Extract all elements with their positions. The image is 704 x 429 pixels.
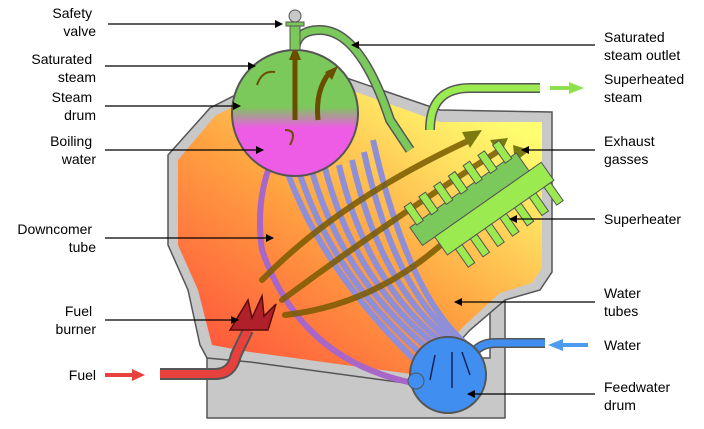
- safety-valve: [285, 9, 305, 51]
- label-fuel-burner: Fuel burner: [56, 303, 97, 337]
- label-water-tubes: Water tubes: [604, 285, 645, 319]
- label-superheater: Superheater: [604, 211, 681, 227]
- steam-drum: [231, 45, 359, 177]
- label-steam-drum: Steam drum: [52, 89, 96, 123]
- label-safety-valve: Safety valve: [52, 5, 96, 39]
- input-output-arrows: [105, 82, 588, 381]
- diagram-labels: Safety valve Saturated steam Steam drum …: [17, 5, 688, 413]
- label-saturated-steam: Saturated steam: [31, 51, 96, 85]
- label-boiling-water: Boiling water: [50, 133, 96, 167]
- leader-lines: [105, 20, 595, 398]
- feedwater-drum: [407, 336, 545, 414]
- fuel-burner: [160, 293, 277, 380]
- label-downcomer-tube: Downcomer tube: [17, 221, 96, 255]
- water-tubes: [280, 139, 476, 368]
- label-fuel: Fuel: [69, 367, 96, 383]
- label-exhaust-gasses: Exhaust gasses: [604, 133, 658, 167]
- label-feedwater-drum: Feedwater drum: [604, 379, 674, 413]
- label-saturated-steam-outlet: Saturated steam outlet: [604, 29, 680, 63]
- label-water: Water: [604, 337, 641, 353]
- label-superheated-steam: Superheated steam: [604, 71, 688, 105]
